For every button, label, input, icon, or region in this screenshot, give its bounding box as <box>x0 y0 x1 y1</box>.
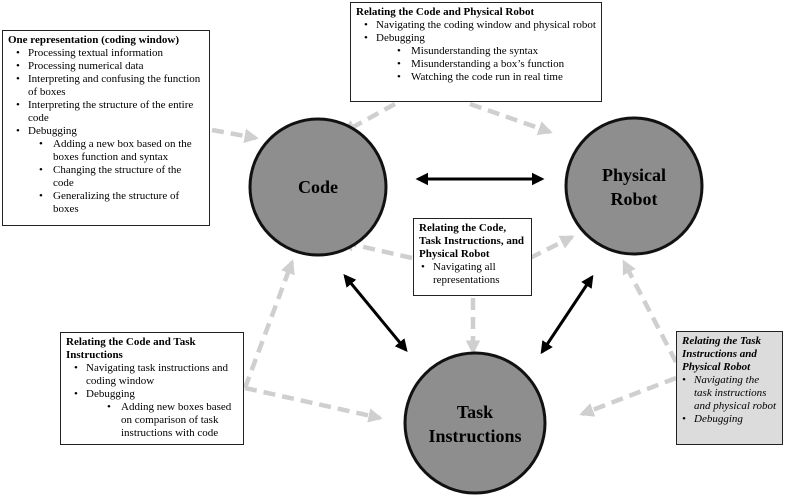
dashed-arrow-codetask-to-code <box>242 259 295 389</box>
code-robot-list: Navigating the coding window and physica… <box>356 19 596 45</box>
task-robot-list: Navigating the task instructions and phy… <box>682 374 777 426</box>
code-task-sublist: Adding new boxes based on comparison of … <box>66 401 238 440</box>
list-item: Generalizing the structure of boxes <box>39 190 204 216</box>
one-representation-sublist: Adding a new box based on the boxes func… <box>8 138 204 216</box>
all-representations-list: Navigating all representations <box>419 261 526 287</box>
task-instructions-node-label-line2: Instructions <box>428 426 521 446</box>
one-representation-list: Processing textual information Processin… <box>8 47 204 138</box>
list-item: Changing the structure of the code <box>39 164 204 190</box>
task-instructions-node <box>403 351 547 495</box>
list-item: Debugging <box>16 125 204 138</box>
code-robot-title: Relating the Code and Physical Robot <box>356 6 535 18</box>
list-item: Debugging <box>74 388 238 401</box>
double-arrow-robot-task <box>540 274 594 355</box>
task-robot-title: Relating the Task Instructions and Physi… <box>682 335 762 373</box>
list-item: Interpreting the structure of the entire… <box>16 99 204 125</box>
code-task-title: Relating the Code and Task Instructions <box>66 336 196 361</box>
double-arrow-code-task <box>343 274 408 352</box>
list-item: Processing textual information <box>16 47 204 60</box>
code-node-label: Code <box>298 177 338 197</box>
task-robot-box: Relating the Task Instructions and Physi… <box>676 331 783 445</box>
code-task-box: Relating the Code and Task Instructions … <box>60 332 244 445</box>
dashed-arrow-all-to-robot <box>528 234 575 261</box>
list-item: Watching the code run in real time <box>397 71 596 84</box>
list-item: Adding new boxes based on comparison of … <box>107 401 238 440</box>
list-item: Adding a new box based on the boxes func… <box>39 138 204 164</box>
list-item: Navigating task instructions and coding … <box>74 362 238 388</box>
list-item: Misunderstanding a box’s function <box>397 58 596 71</box>
physical-robot-node-label-line1: Physical <box>602 165 666 185</box>
code-robot-box: Relating the Code and Physical Robot Nav… <box>350 2 602 102</box>
physical-robot-node <box>564 116 704 256</box>
list-item: Navigating all representations <box>421 261 526 287</box>
list-item: Debugging <box>682 413 777 426</box>
code-task-list: Navigating task instructions and coding … <box>66 362 238 401</box>
code-robot-sublist: Misunderstanding the syntax Misunderstan… <box>356 45 596 84</box>
task-instructions-node-label-line1: Task <box>457 402 493 422</box>
list-item: Misunderstanding the syntax <box>397 45 596 58</box>
list-item: Navigating the coding window and physica… <box>364 19 596 32</box>
all-representations-box: Relating the Code, Task Instructions, an… <box>413 218 532 296</box>
dashed-arrow-coderobot-to-robot <box>469 101 553 135</box>
dashed-arrow-codetask-to-task <box>244 385 383 423</box>
dashed-arrow-onerep-to-code <box>211 127 259 144</box>
list-item: Processing numerical data <box>16 60 204 73</box>
list-item: Navigating the task instructions and phy… <box>682 374 777 413</box>
dashed-arrow-taskrobot-to-robot <box>622 259 678 364</box>
one-representation-title: One representation (coding window) <box>8 34 180 46</box>
one-representation-box: One representation (coding window) Proce… <box>2 30 210 226</box>
list-item: Debugging <box>364 32 596 45</box>
list-item: Interpreting and confusing the function … <box>16 73 204 99</box>
physical-robot-node-label-line2: Robot <box>610 189 657 209</box>
code-node <box>248 117 388 257</box>
dashed-arrow-taskrobot-to-task <box>579 375 677 417</box>
all-representations-title: Relating the Code, Task Instructions, an… <box>419 222 525 260</box>
